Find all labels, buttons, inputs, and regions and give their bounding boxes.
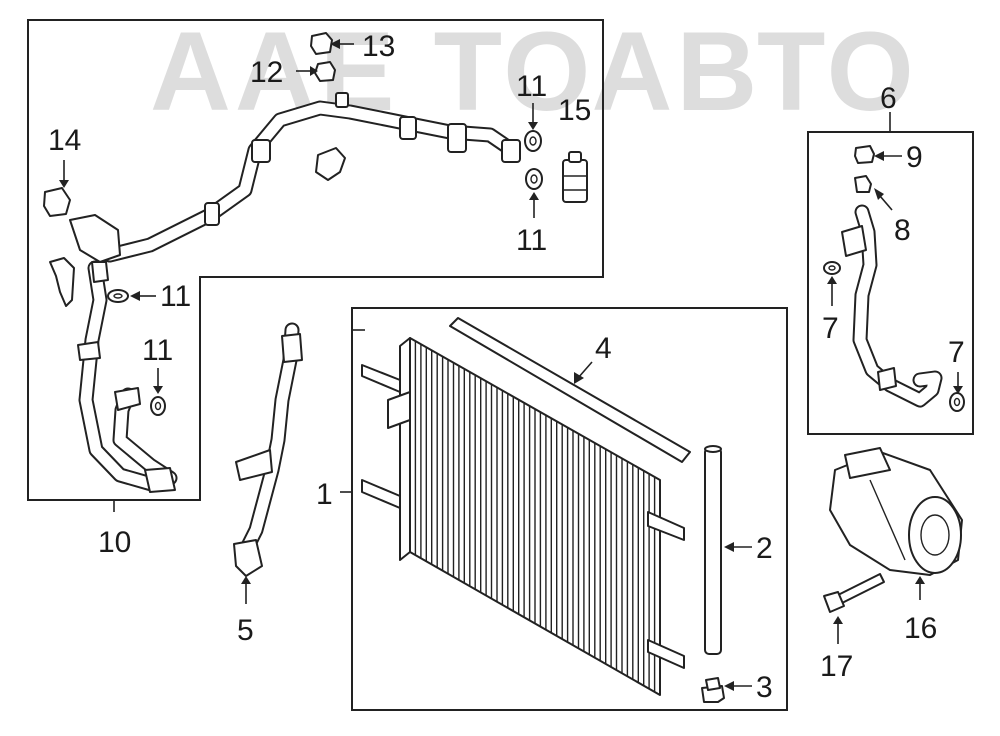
- label-11-mid: 11: [516, 224, 547, 257]
- label-2: 2: [756, 532, 773, 565]
- frame-hose-assembly: [27, 19, 604, 501]
- leader-lines: [59, 39, 963, 691]
- part-14-clip: [43, 187, 71, 217]
- part-8-valve-core: [854, 175, 872, 193]
- part-1-condenser: [361, 337, 685, 696]
- part-2-receiver-drier: [704, 445, 722, 655]
- part-15-pressure-switch: [562, 151, 588, 203]
- part-13-cap: [310, 32, 333, 55]
- part-9-cap: [854, 145, 875, 164]
- label-14: 14: [48, 124, 81, 157]
- part-16-compressor: [829, 447, 963, 576]
- label-16: 16: [904, 612, 937, 645]
- label-13: 13: [362, 30, 395, 63]
- service-port-fitting: [315, 147, 346, 181]
- label-10: 10: [98, 526, 131, 559]
- label-17: 17: [820, 650, 853, 683]
- label-1: 1: [316, 478, 333, 511]
- hose-bracket: [49, 257, 75, 307]
- label-3: 3: [756, 671, 773, 704]
- label-7-left: 7: [822, 312, 839, 345]
- label-5: 5: [237, 614, 254, 647]
- label-6: 6: [880, 82, 897, 115]
- label-11-left: 11: [160, 280, 191, 313]
- label-7-right: 7: [948, 336, 965, 369]
- part-11-oring-low: [150, 396, 166, 416]
- part-11-oring-mid: [525, 168, 543, 190]
- part-11-oring-top: [524, 130, 542, 152]
- part-4-seal-strip: [449, 317, 691, 463]
- label-15: 15: [558, 94, 591, 127]
- part-7-oring-left: [823, 261, 841, 275]
- part-7-oring-right: [949, 392, 965, 412]
- label-12: 12: [250, 56, 283, 89]
- frame-condenser: [351, 307, 788, 711]
- part-12-valve-cap: [314, 61, 336, 82]
- part-17-bolt: [823, 573, 885, 613]
- label-11-top: 11: [516, 70, 547, 103]
- label-4: 4: [595, 332, 612, 365]
- suction-hose: [69, 92, 521, 493]
- part-6-discharge-hose: [841, 204, 943, 408]
- label-11-low: 11: [142, 334, 173, 367]
- label-8: 8: [894, 214, 911, 247]
- part-11-oring-left: [107, 289, 129, 303]
- label-9: 9: [906, 141, 923, 174]
- part-5-hose: [233, 322, 303, 577]
